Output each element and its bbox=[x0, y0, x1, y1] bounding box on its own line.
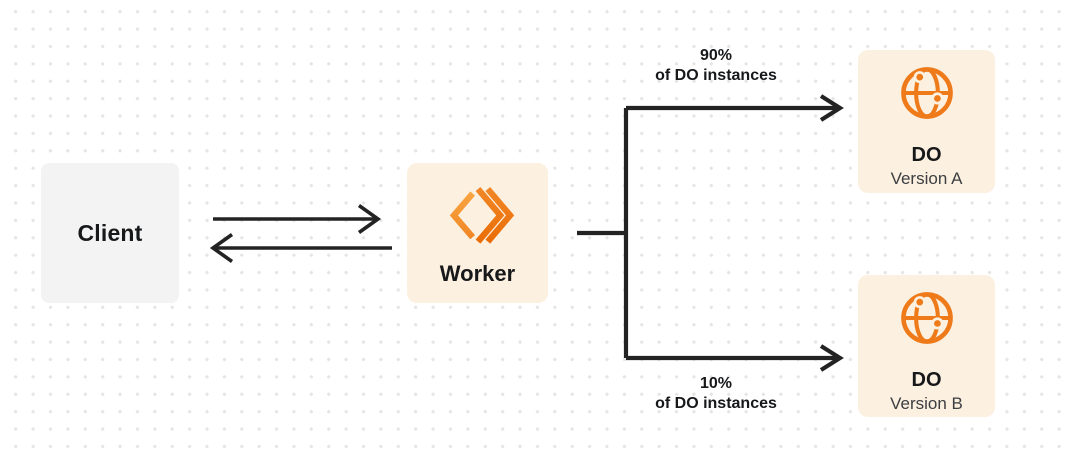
right-arrowhead-icon bbox=[357, 204, 382, 234]
left-arrowhead-icon bbox=[209, 233, 234, 263]
workers-inner-chevron-glyph bbox=[475, 187, 504, 244]
do-version-b-subtitle: Version B bbox=[890, 394, 963, 413]
arrow-to-version-b-head-icon bbox=[819, 344, 844, 372]
do-version-b-node: DO Version B bbox=[858, 275, 995, 417]
split-label-10-percent: 10% of DO instances bbox=[601, 374, 831, 414]
client-worker-arrows bbox=[209, 204, 392, 263]
split-90-percent-caption: of DO instances bbox=[655, 67, 777, 84]
split-90-percent-value: 90% bbox=[699, 47, 733, 64]
client-node: Client bbox=[41, 163, 179, 303]
globe-dot-lower bbox=[930, 92, 943, 105]
do-version-b-title: DO bbox=[911, 369, 942, 391]
client-label: Client bbox=[77, 219, 143, 246]
do-version-a-title: DO bbox=[911, 144, 942, 166]
worker-to-client-arrow bbox=[209, 233, 392, 263]
arrow-to-version-a-head-icon bbox=[819, 94, 844, 122]
split-10-percent-value: 10% bbox=[699, 375, 733, 392]
workers-outer-chevron-glyph bbox=[484, 187, 514, 244]
do-version-a-node: DO Version A bbox=[858, 50, 995, 193]
split-10-percent-caption: of DO instances bbox=[655, 395, 777, 412]
split-junction bbox=[577, 108, 629, 358]
globe-dot-lower bbox=[930, 317, 943, 330]
arrow-to-version-a bbox=[626, 94, 844, 122]
traffic-split-lines bbox=[577, 94, 844, 372]
arrow-to-version-b bbox=[626, 344, 844, 372]
client-to-worker-arrow bbox=[213, 204, 382, 234]
split-label-90-percent: 90% of DO instances bbox=[601, 46, 831, 86]
cloudflare-workers-icon bbox=[449, 187, 514, 244]
globe-dot-upper bbox=[913, 296, 926, 309]
workers-left-bracket-glyph bbox=[449, 191, 475, 240]
worker-label: Worker bbox=[439, 261, 516, 286]
globe-dot-upper bbox=[913, 71, 926, 84]
durable-objects-globe-icon bbox=[900, 292, 953, 344]
durable-objects-globe-icon bbox=[900, 67, 953, 119]
worker-node: Worker bbox=[407, 163, 548, 303]
do-version-a-subtitle: Version A bbox=[890, 169, 963, 188]
